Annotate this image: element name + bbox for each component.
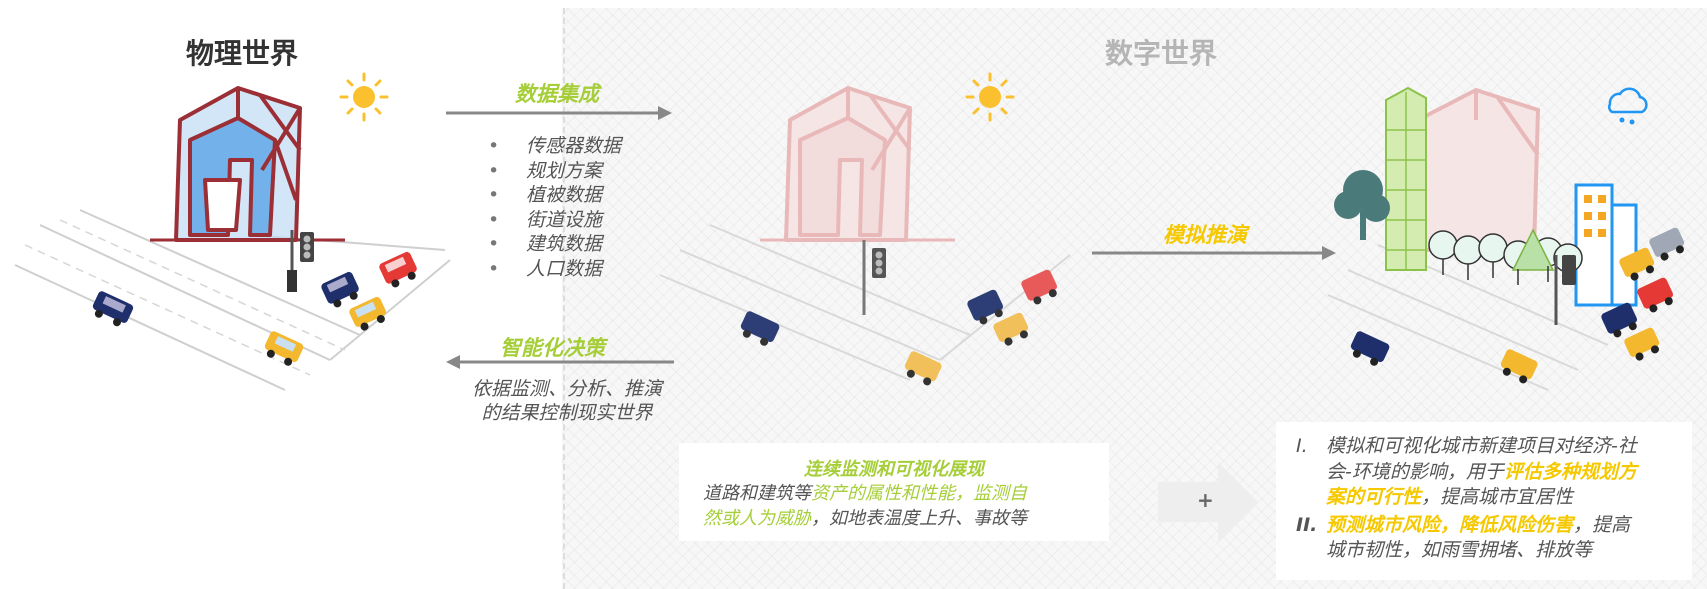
list-item: 规划方案 <box>488 159 668 184</box>
list-item: 植被数据 <box>488 183 668 208</box>
decision-description: 依据监测、分析、推演 的结果控制现实世界 <box>471 378 662 424</box>
rain-cloud-icon <box>1608 87 1648 125</box>
intelligent-decision-arrow <box>446 355 674 369</box>
tree-icon <box>1334 170 1390 240</box>
plus-arrow <box>1158 462 1258 542</box>
simulation-label: 模拟推演 <box>1163 223 1247 247</box>
car-navy-2 <box>967 289 1003 325</box>
car-navy-2 <box>1601 302 1637 338</box>
simulation-arrow <box>1092 246 1336 260</box>
traffic-light-icon <box>287 230 314 292</box>
data-integration-label: 数据集成 <box>515 82 599 106</box>
outcome-i: I. 模拟和可视化城市新建项目对经济-社 会-环境的影响，用于评估多种规划方 案… <box>1296 435 1637 508</box>
digital-twin-illustration <box>659 72 1071 386</box>
monitoring-title: 连续监测和可视化展现 <box>804 459 984 480</box>
car-red <box>1637 277 1673 313</box>
landmark-building-faded <box>760 86 955 242</box>
car-navy <box>92 291 134 327</box>
car-yellow-2 <box>1624 327 1660 361</box>
traffic-light-icon <box>862 240 886 315</box>
car-navy <box>1350 331 1390 366</box>
world-divider <box>563 8 565 589</box>
car-grey <box>1649 227 1685 261</box>
digital-world-title: 数字世界 <box>1105 37 1218 70</box>
green-tower <box>1385 86 1427 271</box>
car-yellow-2 <box>349 296 386 331</box>
sun-icon <box>965 72 1015 122</box>
monitoring-box: 连续监测和可视化展现 道路和建筑等资产的属性和性能，监测自 然或人为威胁，如地表… <box>679 443 1109 541</box>
car-red <box>379 251 417 288</box>
car-red <box>1021 269 1057 305</box>
list-item: 街道设施 <box>488 208 668 233</box>
car-yellow <box>904 351 942 386</box>
car-navy-2 <box>321 271 359 308</box>
sun-icon <box>339 72 389 122</box>
outcome-ii: II. 预测城市风险，降低风险伤害，提高 城市韧性，如雨雪拥堵、排放等 <box>1296 513 1631 562</box>
plus-symbol: + <box>1197 488 1214 512</box>
intelligent-decision-label: 智能化决策 <box>500 336 605 360</box>
data-items-list: 传感器数据 规划方案 植被数据 街道设施 建筑数据 人口数据 <box>488 134 668 281</box>
list-item: 传感器数据 <box>488 134 668 159</box>
physical-city-illustration <box>14 72 451 391</box>
car-yellow <box>1500 349 1538 384</box>
car-yellow-3 <box>1619 247 1655 281</box>
list-item: 人口数据 <box>488 257 668 282</box>
car-yellow <box>264 331 304 366</box>
data-integration-arrow <box>446 106 672 120</box>
simulated-city-illustration <box>1327 86 1685 391</box>
car-yellow-2 <box>993 312 1029 346</box>
blue-building <box>1574 183 1638 307</box>
car-navy <box>740 311 780 346</box>
traffic-light-icon <box>1554 255 1576 325</box>
monitoring-description: 道路和建筑等资产的属性和性能，监测自 然或人为威胁，如地表温度上升、事故等 <box>703 483 1027 529</box>
landmark-building <box>150 86 345 242</box>
physical-world-title: 物理世界 <box>186 37 299 70</box>
simulation-outcomes-box: I. 模拟和可视化城市新建项目对经济-社 会-环境的影响，用于评估多种规划方 案… <box>1276 422 1692 580</box>
list-item: 建筑数据 <box>488 232 668 257</box>
